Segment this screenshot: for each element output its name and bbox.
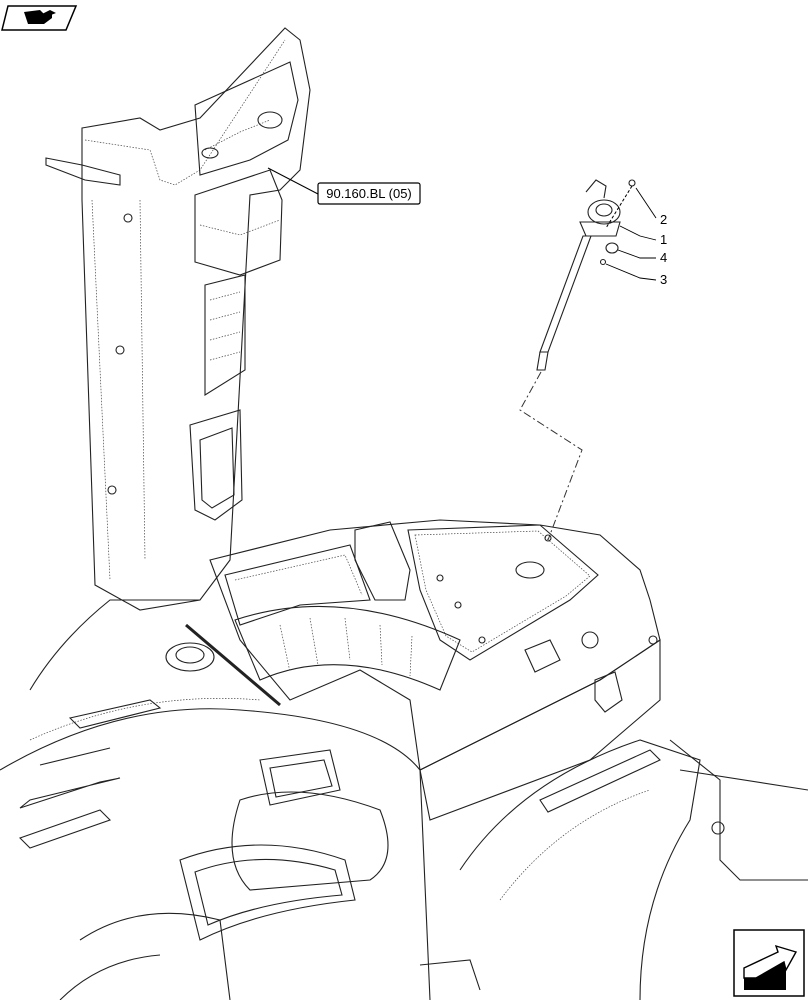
cab-pillar xyxy=(45,27,311,611)
callout-4[interactable]: 4 xyxy=(660,250,667,265)
callout-1[interactable]: 1 xyxy=(660,232,667,247)
callout-2[interactable]: 2 xyxy=(660,212,667,227)
cab-console xyxy=(165,519,661,821)
dipstick-assembly xyxy=(519,179,657,541)
reference-label-box[interactable] xyxy=(317,182,421,205)
book-hand-icon[interactable] xyxy=(1,5,78,31)
callout-numbers: 2 1 4 3 xyxy=(660,212,667,287)
callout-3[interactable]: 3 xyxy=(660,272,667,287)
reference-callout: 90.160.BL (05) xyxy=(267,167,421,205)
next-page-arrow-icon[interactable] xyxy=(733,929,805,997)
cab-floor xyxy=(0,599,808,1000)
reference-label[interactable]: 90.160.BL (05) xyxy=(326,186,412,201)
